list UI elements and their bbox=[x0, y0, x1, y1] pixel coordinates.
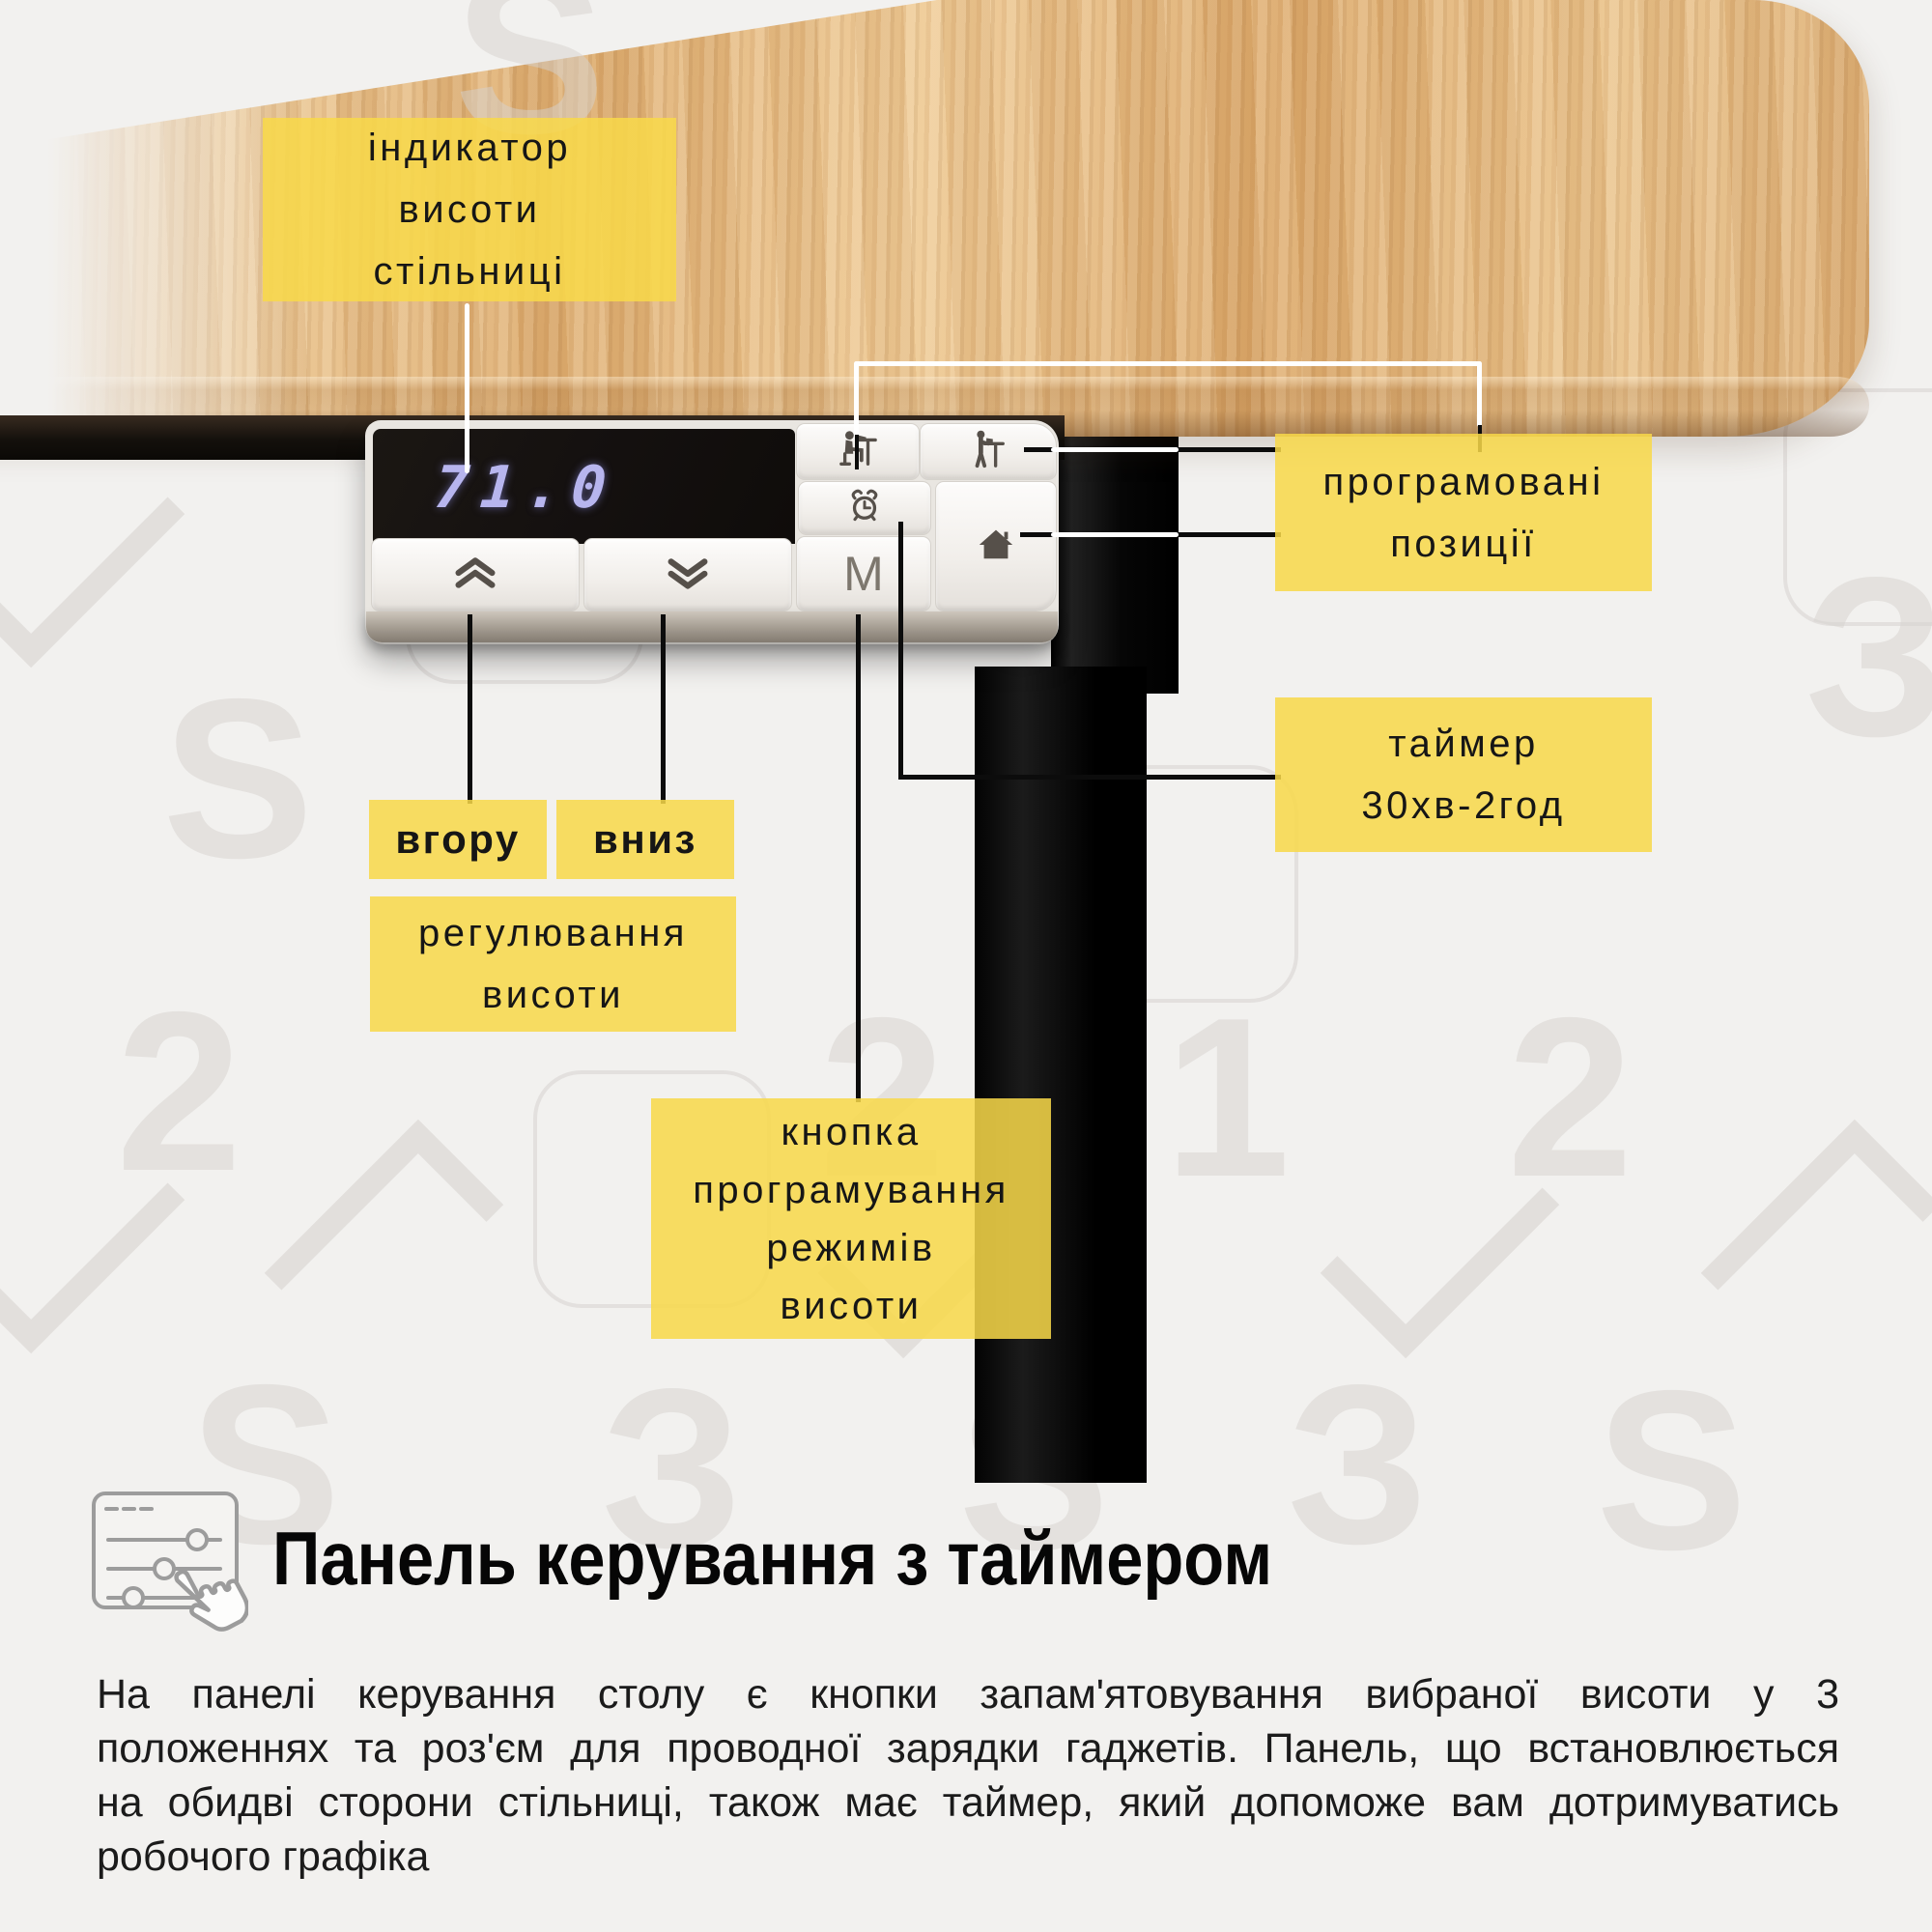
watermark-chevron-icon bbox=[1700, 1119, 1932, 1359]
label-down: вниз bbox=[556, 800, 734, 879]
label-line: кнопка bbox=[781, 1110, 922, 1153]
height-display-value: 71.0 bbox=[432, 454, 619, 522]
watermark-letter: S bbox=[162, 651, 314, 905]
callout-line-memory bbox=[856, 614, 861, 1102]
label-height-indicator: індикатор висоти стільниці bbox=[263, 118, 676, 301]
label-line: таймер bbox=[1388, 723, 1539, 765]
paragraph-line: положеннях та роз'єм для проводної заряд… bbox=[97, 1725, 1839, 1772]
label-line: висоти bbox=[398, 188, 541, 231]
callout-line-down bbox=[661, 614, 666, 804]
down-button bbox=[583, 538, 792, 611]
section-title: Панель керування з таймером bbox=[272, 1516, 1273, 1601]
label-line: програмування bbox=[693, 1168, 1009, 1211]
watermark-letter: З bbox=[1287, 1337, 1430, 1591]
double-chevron-down-icon bbox=[662, 554, 714, 597]
callout-line-timer-vertical bbox=[898, 522, 903, 779]
paragraph-line: робочого графіка bbox=[97, 1833, 430, 1880]
label-line: вниз bbox=[593, 816, 697, 862]
label-line: 30хв-2год bbox=[1361, 784, 1566, 827]
callout-line-up bbox=[468, 614, 472, 804]
label-line: регулювання bbox=[418, 912, 688, 954]
height-display: 71.0 bbox=[373, 429, 795, 544]
label-line: стільниці bbox=[373, 250, 566, 293]
callout-line-home-over-leg bbox=[1051, 532, 1179, 537]
callout-line-positions-bracket bbox=[854, 361, 1482, 366]
callout-line-positions-left bbox=[854, 361, 859, 437]
home-icon bbox=[976, 524, 1016, 569]
home-position-button bbox=[935, 481, 1057, 611]
panel-metal-base bbox=[366, 611, 1058, 642]
callout-line-indicator bbox=[465, 303, 469, 473]
watermark-letter: 2 bbox=[1507, 970, 1634, 1224]
control-panel: 71.0 M bbox=[365, 420, 1059, 644]
label-line: позиції bbox=[1390, 522, 1537, 565]
watermark-letter: S bbox=[1596, 1343, 1747, 1597]
double-chevron-up-icon bbox=[449, 554, 501, 597]
label-memory-programming: кнопка програмування режимів висоти bbox=[651, 1098, 1051, 1339]
watermark-chevron-icon bbox=[0, 428, 185, 668]
label-line: висоти bbox=[780, 1284, 923, 1327]
callout-line-stand-over-leg bbox=[1051, 447, 1179, 452]
label-line: програмовані bbox=[1322, 460, 1605, 503]
label-programmed-positions: програмовані позиції bbox=[1275, 434, 1652, 591]
label-line: вгору bbox=[395, 816, 521, 862]
person-standing-at-desk-icon bbox=[968, 429, 1009, 474]
description-paragraph: На панелі керування столу є кнопки запам… bbox=[97, 1667, 1839, 1884]
callout-line-sit-tick bbox=[855, 435, 859, 469]
desk-leg-upper-column bbox=[1051, 404, 1179, 694]
watermark-chevron-icon bbox=[0, 1114, 185, 1354]
control-panel-sliders-hand-icon bbox=[89, 1486, 250, 1669]
label-line: індикатор bbox=[367, 127, 572, 169]
paragraph-line: на обидві сторони стільниці, також має т… bbox=[97, 1779, 1839, 1826]
label-timer: таймер 30хв-2год bbox=[1275, 697, 1652, 852]
callout-line-positions-right bbox=[1477, 361, 1482, 427]
label-height-adjustment: регулювання висоти bbox=[370, 896, 736, 1032]
memory-button: M bbox=[796, 536, 931, 611]
timer-alarm-button bbox=[798, 481, 931, 535]
callout-line-timer-horizontal bbox=[898, 775, 1281, 780]
watermark-chevron-icon bbox=[264, 1119, 504, 1359]
watermark-letter: 2 bbox=[116, 964, 242, 1218]
desk-leg-lower-column bbox=[975, 667, 1147, 1483]
watermark-letter: 1 bbox=[1164, 970, 1291, 1224]
alarm-clock-icon bbox=[845, 487, 884, 530]
label-up: вгору bbox=[369, 800, 547, 879]
desk-left-blur bbox=[0, 58, 309, 423]
label-line: висоти bbox=[481, 974, 625, 1016]
watermark-letter: З bbox=[1804, 529, 1932, 783]
paragraph-line: На панелі керування столу є кнопки запам… bbox=[97, 1671, 1839, 1718]
up-button bbox=[371, 538, 580, 611]
watermark-chevron-icon bbox=[1320, 1119, 1560, 1359]
label-line: режимів bbox=[766, 1226, 936, 1269]
